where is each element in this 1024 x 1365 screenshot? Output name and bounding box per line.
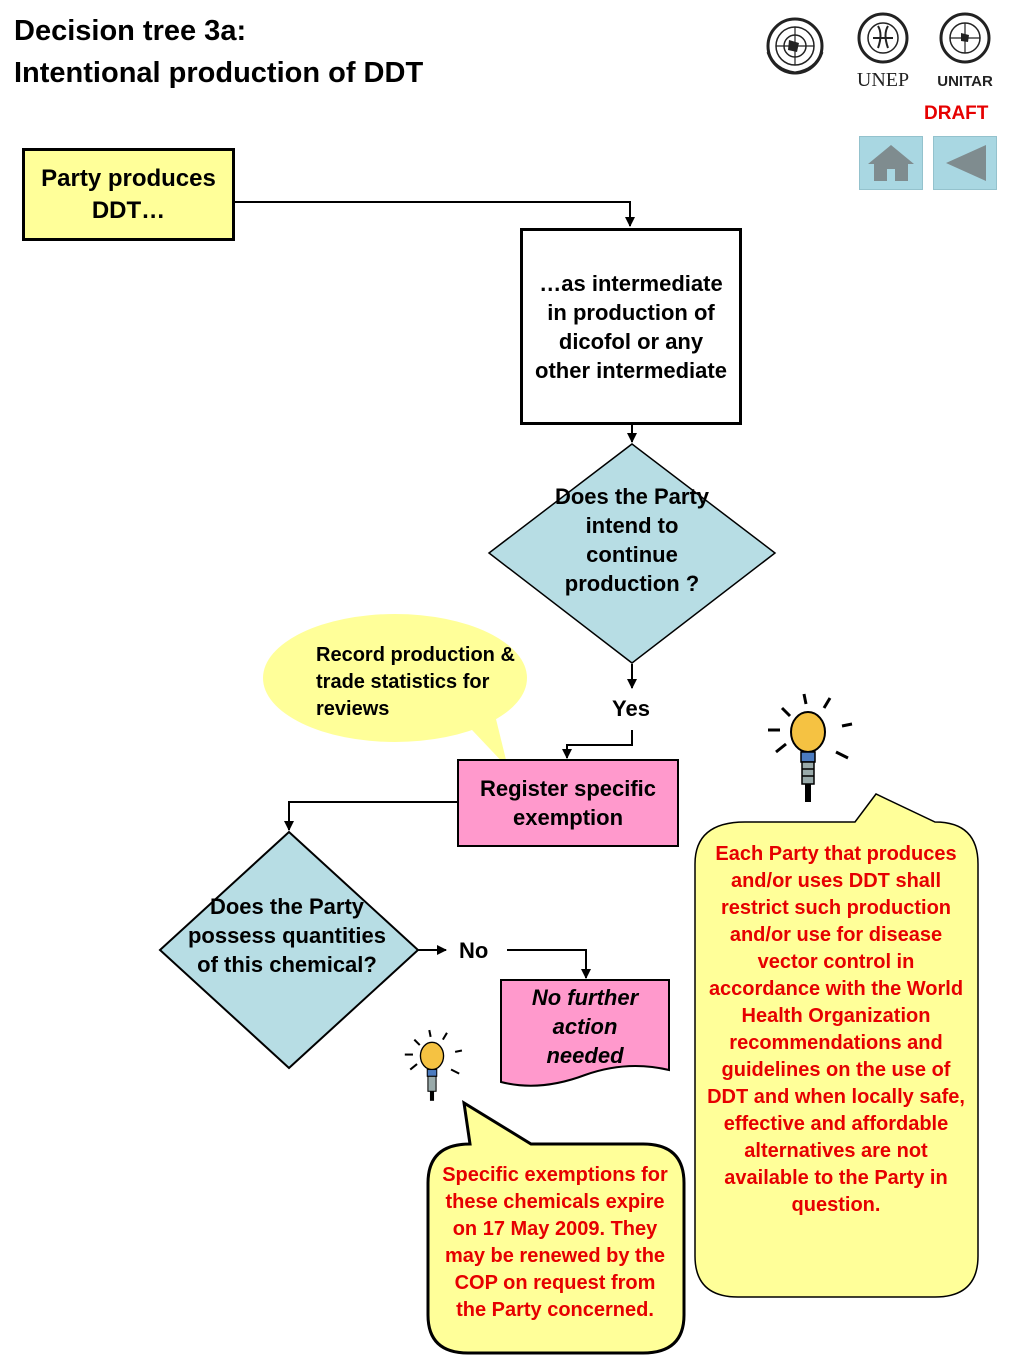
connector-no-to-action [507, 949, 591, 979]
lightbulb-small-icon [404, 1029, 463, 1101]
expiry-note-text: Specific exemptions for these chemicals … [442, 1164, 668, 1321]
start-box-label: Party produces DDT… [41, 164, 216, 224]
no-action-document-shape [500, 979, 670, 1087]
svg-text:UNITAR: UNITAR [937, 73, 993, 88]
question-continue-label: Does the Party intend to continue produc… [554, 484, 710, 596]
register-box-label: Register specific exemption [479, 776, 657, 830]
intermediate-box: …as intermediate in production of dicofo… [520, 228, 742, 425]
start-box: Party produces DDT… [22, 148, 235, 241]
question-continue-diamond [487, 443, 777, 664]
svg-text:UNEP: UNEP [857, 69, 909, 88]
title-line-1: Decision tree 3a: [14, 15, 247, 47]
who-note-callout-shape [694, 793, 979, 1298]
unitar-logo: UNITAR [937, 12, 993, 90]
record-callout-text: Record production & trade statistics for… [316, 644, 515, 720]
logo-bar: UNEP UNITAR [755, 8, 1005, 93]
intermediate-box-label: …as intermediate in production of dicofo… [535, 270, 727, 383]
lightbulb-icon [768, 693, 853, 802]
question-possess-diamond [158, 830, 420, 1070]
connector-yes-to-register [562, 730, 633, 759]
expiry-note-callout-shape [426, 1100, 686, 1355]
unep-logo: UNEP [857, 12, 909, 91]
no-label: No [459, 938, 489, 963]
back-button[interactable] [933, 136, 997, 190]
connector-register-to-possess [284, 801, 458, 831]
home-icon [868, 145, 914, 181]
record-callout-bubble [263, 614, 527, 768]
home-button[interactable] [859, 136, 923, 190]
who-note-text: Each Party that produces and/or uses DDT… [707, 843, 965, 1216]
yes-label: Yes [612, 696, 650, 721]
draft-label: DRAFT [924, 103, 989, 124]
page-title: Decision tree 3a: Intentional production… [14, 10, 423, 94]
register-box: Register specific exemption [457, 759, 679, 847]
un-emblem-logo [766, 17, 824, 75]
no-action-label: No further action needed [531, 985, 639, 1068]
connector-start-to-intermediate [234, 201, 635, 227]
question-possess-label: Does the Party possess quantities of thi… [187, 894, 387, 977]
back-arrow-icon [946, 145, 986, 181]
title-line-2: Intentional production of DDT [14, 57, 424, 89]
